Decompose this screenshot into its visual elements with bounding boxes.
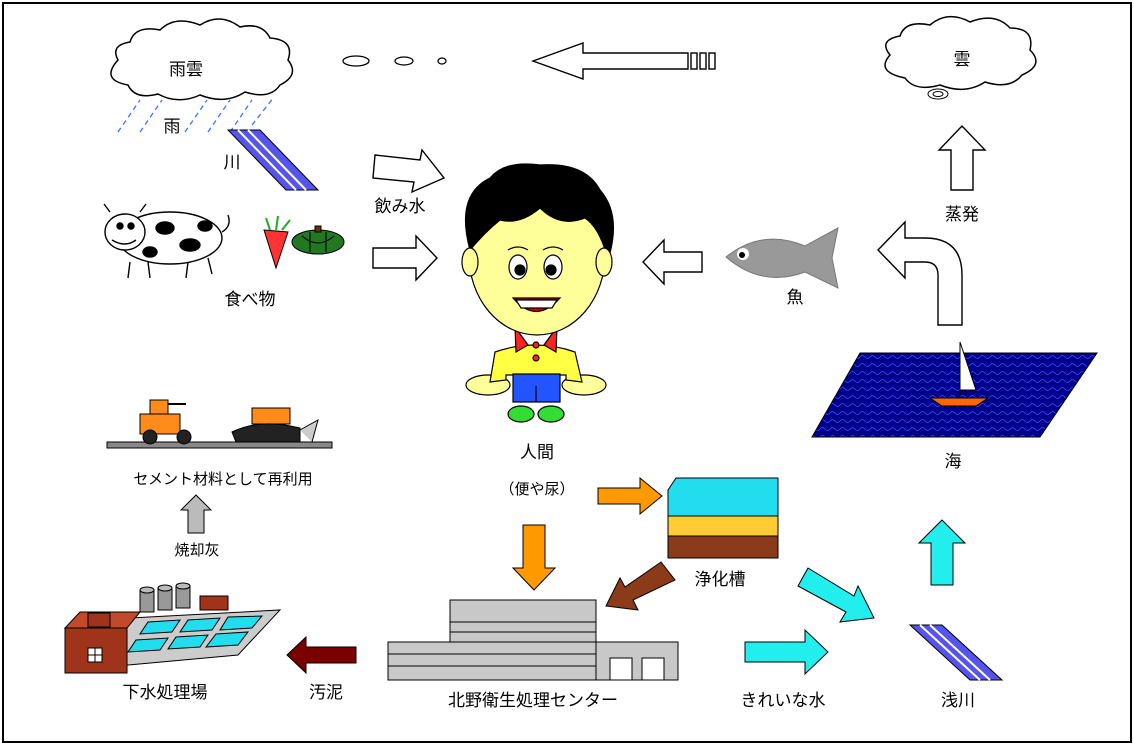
septic-to-center-arrow <box>605 561 676 611</box>
food-label: 食べ物 <box>225 290 276 310</box>
rain-cloud: 雨雲 <box>110 18 294 101</box>
drinking-water-arrow <box>372 148 446 194</box>
sea-icon <box>811 352 1098 438</box>
river-upper-label: 川 <box>224 153 241 173</box>
sludge-label: 汚泥 <box>309 683 343 703</box>
human-sub-label: （便や尿） <box>499 480 574 498</box>
cement-reuse-label: セメント材料として再利用 <box>133 470 312 488</box>
fish-to-human-arrow <box>642 238 703 286</box>
construction-machines-icon <box>106 399 333 449</box>
vapor-arrow <box>530 42 716 80</box>
fish-icon <box>725 227 839 289</box>
fish-label: 魚 <box>787 288 804 308</box>
drinking-water-label: 飲み水 <box>375 197 426 217</box>
food-arrow <box>372 234 438 282</box>
clean-water-arrow <box>744 628 829 676</box>
ash-up-arrow <box>179 494 213 534</box>
cloud-label: 雲 <box>954 50 971 70</box>
human-label: 人間 <box>520 443 554 463</box>
septic-tank-label: 浄化槽 <box>695 570 746 590</box>
human-figure <box>461 163 614 423</box>
sewage-plant-label: 下水処理場 <box>123 683 208 703</box>
center-label: 北野衛生処理センター <box>448 691 618 711</box>
shallow-river-icon <box>908 624 1004 681</box>
sea-label: 海 <box>945 452 962 472</box>
septic-to-river-arrow <box>797 567 875 623</box>
shallow-river-label: 浅川 <box>941 691 975 711</box>
clean-water-label: きれいな水 <box>741 691 826 711</box>
rain-drops <box>117 96 275 133</box>
sea-to-fish-arrow <box>877 220 963 326</box>
sludge-arrow <box>286 635 357 675</box>
vapor-puffs <box>342 55 447 67</box>
cow-icon <box>103 203 230 279</box>
sewage-plant-icon <box>63 582 282 674</box>
incineration-ash-label: 焼却灰 <box>174 541 219 559</box>
septic-tank-icon <box>667 477 779 559</box>
evaporation-label: 蒸発 <box>945 205 979 225</box>
evaporation-arrow <box>937 124 987 191</box>
human-to-center-arrow <box>511 524 557 591</box>
human-to-septic-arrow <box>597 476 663 516</box>
rain-cloud-label: 雨雲 <box>169 60 203 80</box>
vegetables-icon <box>263 215 345 270</box>
sailboat-icon <box>928 341 990 407</box>
rain-label: 雨 <box>164 117 181 137</box>
upper-river <box>226 129 320 191</box>
center-building-icon <box>387 599 679 681</box>
river-to-sea-arrow <box>917 519 967 586</box>
cloud: 雲 <box>884 16 1037 100</box>
